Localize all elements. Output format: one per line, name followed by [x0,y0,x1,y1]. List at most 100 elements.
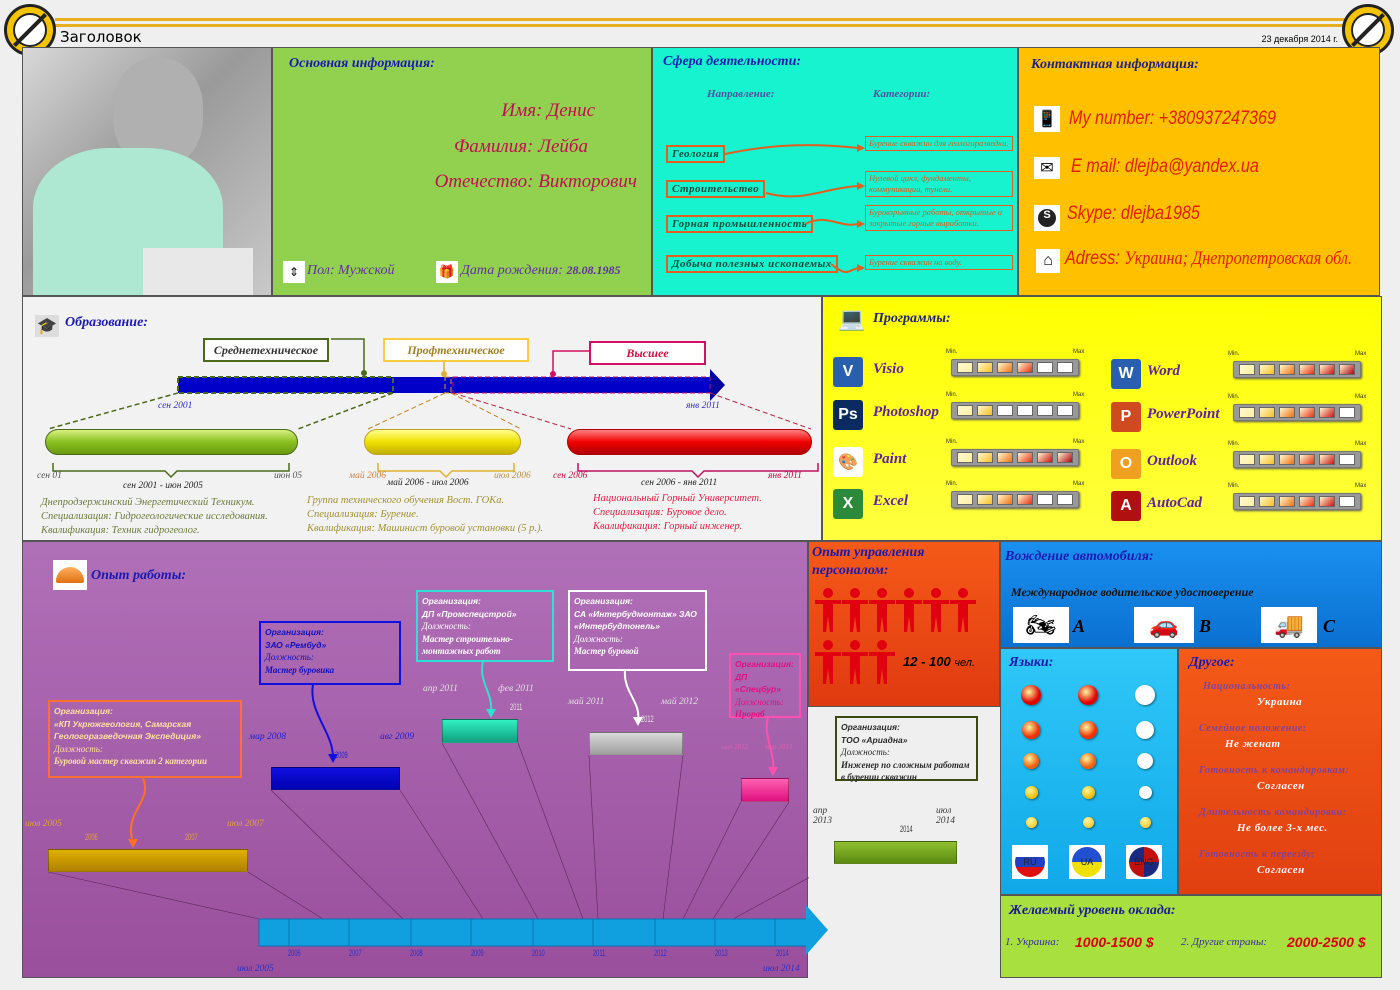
job-start-date: апр 2011 [423,684,458,694]
job-end-date: июл 2007 [227,819,264,829]
program-name: PowerPoint [1147,406,1220,422]
direction-item: Строительство [666,180,766,198]
timeline-year: 2011 [593,948,606,959]
skill-segment [1299,496,1315,507]
education-level-label: Среднетехническое [203,338,329,362]
sphere-title: Сфера деятельности: [663,54,802,69]
skill-segment [1299,364,1315,375]
skill-segment [1259,407,1275,418]
job-card: Организация:ТОО «Ариадна»Должность:Инжен… [835,716,978,782]
skill-segment [1259,364,1275,375]
skill-segment [977,452,993,463]
management-panel: Опыт управления персоналом: 12 - 100 чел… [808,541,1000,707]
skill-segment [1037,452,1053,463]
job-organization: ЗАО «Рембуд» [265,639,327,650]
birth-date: 28.08.1985 [566,263,621,277]
language-level-dot [1024,786,1038,799]
gender: Пол: Мужской [307,263,395,278]
skill-segment [1319,407,1335,418]
category-item: Нулевой цикл, фундаменты, коммуникации, … [865,171,1013,197]
skill-segment [1239,496,1255,507]
language-level-dot [1080,753,1096,769]
person-icon [869,588,895,632]
job-position: Мастер буровика [265,664,335,675]
work-connectors [47,660,809,947]
patronymic: Отечество: Викторович [434,171,637,192]
gift-icon: 🎁 [436,261,458,283]
skill-segment [1057,405,1073,416]
gender-icon: ⇕ [283,261,305,283]
job-organization: ТОО «Ариадна» [841,734,908,745]
other-label: Национальность: [1203,681,1291,692]
edu-line: Специализация: Гидрогеологические исслед… [41,511,268,522]
skill-level-bar [1233,404,1361,421]
skill-segment [977,405,993,416]
phone: My number: +380937247369 [1069,108,1276,129]
job-start-date: июл 2005 [25,819,62,829]
work-start-date: июл 2005 [237,964,274,974]
last-name: Фамилия: Лейба [454,136,588,157]
max-label: Max [1355,441,1367,447]
skill-segment [1339,496,1355,507]
program-name: Paint [873,451,907,467]
direction-item: Геология [666,145,726,163]
skill-segment [1017,452,1033,463]
language-level-dot [1079,721,1097,739]
language-code: UA [1072,847,1102,877]
timeline-year: 2007 [349,948,362,959]
education-details: Группа технического обучения Вост. ГОКа.… [307,494,543,536]
edu-range: май 2006 - июл 2006 [387,478,469,488]
education-panel: 🎓 Образование: Среднетехническое Профтех… [22,296,822,541]
skill-segment [1057,494,1073,505]
edu-line: Квалификация: Техник гидрогеолог. [41,525,200,536]
edu-from: сен 2006 [553,471,588,481]
person-icon [815,640,841,684]
position-label: Должность: [422,621,471,631]
outlook-icon: O [1111,449,1141,479]
min-label: Min. [1228,394,1240,400]
photoshop-icon: Ps [833,400,863,430]
language-level-dot [1136,721,1154,739]
truck-icon: 🚚 [1261,607,1317,643]
job-start-date: июл 2012 [721,743,749,751]
skill-segment [977,494,993,505]
skill-segment [1239,407,1255,418]
edu-line: Специализация: Буровое дело. [593,507,727,518]
max-label: Max [1355,483,1367,489]
edu-line: Квалификация: Машинист буровой установки… [307,523,544,534]
job-position: Мастер строительно-монтажных работ [422,633,513,657]
job-start-date: май 2011 [568,697,605,707]
position-label: Должность: [265,652,314,662]
min-label: Min. [946,481,958,487]
program-name: Photoshop [873,404,939,420]
timeline-year: 2012 [654,948,667,959]
job-card: Организация:ЗАО «Рембуд»Должность:Мастер… [259,621,401,685]
edu-line: Национальный Горный Университет. [593,493,762,504]
program-name: Outlook [1147,453,1198,469]
program-name: Excel [873,493,908,509]
license-category: B [1199,616,1212,636]
powerpoint-icon: P [1111,402,1141,432]
skill-segment [1259,454,1275,465]
skill-segment [1017,362,1033,373]
skill-segment [1037,405,1053,416]
skill-segment [1239,364,1255,375]
sphere-panel: Сфера деятельности: Направление: Категор… [652,47,1018,296]
org-label: Организация: [841,722,900,732]
edu-range: сен 2001 - июн 2005 [123,481,203,491]
job-year: 2006 [85,832,98,843]
language-level-dot [1023,753,1039,769]
skill-level-bar [1233,361,1361,378]
management-count: 12 - 100 [903,654,951,669]
timeline-year: 2010 [532,948,545,959]
education-timeline [47,338,819,479]
header-stripe [55,18,1370,21]
min-label: Min. [946,349,958,355]
laptop-icon: 💻 [838,306,866,331]
sphere-arrows [724,144,865,273]
language-level-dot [1081,786,1095,799]
person-icon [923,588,949,632]
language-code: ENG [1129,847,1159,877]
work-end-date: июл 2014 [763,964,800,974]
